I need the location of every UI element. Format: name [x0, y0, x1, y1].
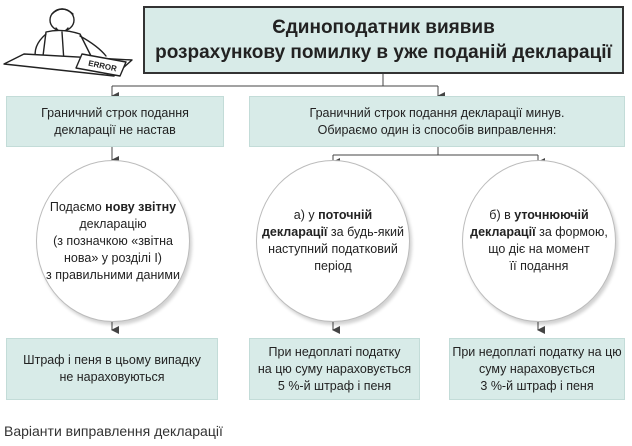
result-middle-line-1: При недоплаті податку [268, 344, 401, 359]
title-box: Єдиноподатник виявив розрахункову помилк… [143, 6, 624, 74]
condition-left-line-2: декларації не настав [54, 122, 176, 137]
option-current-line-3: наступний податковий [268, 242, 398, 256]
condition-right-line-2: Обираємо один із способів виправлення: [317, 122, 557, 137]
option-new-line-5: з правильними даними [46, 267, 180, 282]
option-clarifying-line-4: її подання [509, 259, 569, 273]
result-left-line-2: не нараховуються [59, 370, 165, 384]
condition-deadline-not-passed: Граничний строк подання декларації не на… [6, 96, 224, 147]
option-clarifying-line-1: б) в уточнюючій [489, 208, 589, 222]
result-no-penalty: Штраф і пеня в цьому випадку не нарахову… [6, 338, 218, 400]
option-new-line-1: Подаємо нову звітну [49, 199, 177, 214]
option-current-line-4: період [314, 259, 352, 273]
result-5-percent-penalty: При недоплаті податку на цю суму нарахов… [249, 338, 420, 400]
option-new-declaration: Подаємо нову звітну декларацію (з познач… [36, 160, 190, 322]
result-right-line-3: 3 %-й штраф і пеня [480, 378, 594, 393]
result-3-percent-penalty: При недоплаті податку на цю суму нарахов… [449, 338, 625, 400]
result-middle-line-2: на цю суму нараховується [257, 361, 412, 376]
option-new-line-3: (з позначкою «звітна [53, 233, 173, 248]
title-line-1: Єдиноподатник виявив [272, 17, 495, 38]
option-clarifying-line-3: що діє на момент [488, 242, 590, 256]
figure-caption: Варіанти виправлення декларації [4, 423, 223, 439]
option-current-declaration: а) у поточній декларації за будь-який на… [256, 160, 410, 322]
title-line-2: розрахункову помилку в уже поданій декла… [155, 42, 612, 63]
condition-left-line-1: Граничний строк подання [41, 105, 189, 120]
option-current-line-1: а) у поточній [293, 208, 373, 222]
condition-deadline-passed: Граничний строк подання декларації минув… [249, 96, 625, 147]
result-middle-line-3: 5 %-й штраф і пеня [277, 378, 392, 393]
option-current-line-2: декларації за будь-який [262, 225, 404, 239]
option-clarifying-declaration: б) в уточнюючій декларації за формою, що… [462, 160, 616, 322]
man-with-error-sign-illustration: ERROR [3, 8, 133, 77]
result-right-line-1: При недоплаті податку на цю [452, 344, 622, 359]
option-clarifying-line-2: декларації за формою, [470, 225, 608, 239]
condition-right-line-1: Граничний строк подання декларації минув… [309, 105, 565, 120]
option-new-line-4: нова» у розділі І) [64, 250, 162, 265]
result-left-line-1: Штраф і пеня в цьому випадку [23, 353, 201, 367]
option-new-line-2: декларацію [79, 216, 147, 231]
result-right-line-2: суму нараховується [479, 361, 595, 376]
